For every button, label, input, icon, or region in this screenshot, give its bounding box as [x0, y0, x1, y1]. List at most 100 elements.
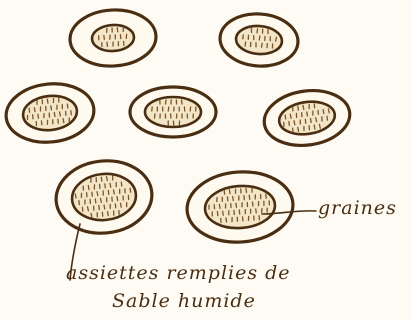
seed — [259, 36, 260, 40]
seed — [104, 205, 105, 209]
seed — [62, 105, 63, 109]
seed — [106, 177, 107, 181]
seed — [113, 211, 114, 215]
seed — [119, 189, 120, 193]
seed — [276, 37, 277, 41]
plate — [52, 156, 155, 238]
seed — [101, 198, 102, 202]
seed — [97, 192, 98, 196]
seed — [285, 115, 286, 119]
seed — [93, 206, 94, 210]
seed — [236, 203, 237, 207]
seed — [125, 189, 126, 193]
seed — [47, 99, 48, 103]
seed — [261, 208, 262, 212]
seed — [283, 122, 284, 126]
seed — [219, 204, 220, 208]
seed — [42, 100, 43, 104]
seed — [289, 122, 290, 126]
seed — [290, 114, 291, 118]
seed — [309, 126, 310, 130]
seed — [168, 107, 169, 111]
seed — [245, 210, 246, 214]
seed — [110, 35, 111, 39]
seed — [49, 113, 50, 117]
seed — [155, 114, 156, 118]
seed — [69, 118, 70, 122]
seed — [112, 176, 113, 180]
seed — [300, 120, 301, 124]
seed — [130, 188, 131, 192]
seed — [225, 204, 226, 208]
seed — [303, 105, 304, 109]
seed — [90, 178, 91, 182]
seed — [239, 210, 240, 214]
seed — [248, 216, 249, 220]
seed — [328, 109, 329, 113]
seed — [34, 108, 35, 112]
seed — [321, 117, 322, 121]
seed — [245, 42, 246, 46]
seed — [242, 203, 243, 207]
seed — [94, 185, 95, 189]
seed — [298, 127, 299, 131]
seed — [97, 213, 98, 217]
seed — [309, 105, 310, 109]
seed — [44, 114, 45, 118]
plates-label-line-1: assiettes remplies de — [66, 262, 291, 284]
seed — [246, 189, 247, 193]
seed — [243, 35, 244, 39]
seed — [318, 110, 319, 114]
seed — [119, 211, 120, 215]
seed — [323, 110, 324, 114]
seeds-label: graines — [318, 197, 397, 219]
seed — [75, 194, 76, 198]
seed — [123, 196, 124, 200]
wet-sand — [91, 24, 134, 52]
seed — [262, 43, 263, 47]
seed — [110, 183, 111, 187]
plate — [185, 168, 296, 245]
seed — [54, 113, 55, 117]
seed — [249, 195, 250, 199]
seed — [126, 34, 127, 38]
seed — [327, 116, 328, 120]
seed — [46, 106, 47, 110]
seed — [52, 120, 53, 124]
seed — [258, 202, 259, 206]
seed — [252, 188, 253, 192]
seed — [113, 42, 114, 46]
seed — [166, 100, 167, 104]
seed — [63, 119, 64, 123]
plate — [218, 11, 299, 68]
seed — [314, 125, 315, 129]
seed — [83, 186, 84, 190]
plate — [261, 85, 354, 150]
plates-label-line-2: Sable humide — [112, 290, 256, 312]
seed — [256, 43, 257, 47]
seed — [235, 189, 236, 193]
seed — [51, 106, 52, 110]
seed — [88, 207, 89, 211]
seed — [229, 190, 230, 194]
seed — [314, 104, 315, 108]
seed — [267, 208, 268, 212]
seed — [292, 107, 293, 111]
seed — [233, 196, 234, 200]
seed — [217, 198, 218, 202]
seed — [298, 106, 299, 110]
seed — [296, 113, 297, 117]
seed — [91, 213, 92, 217]
seed — [123, 27, 124, 31]
seed — [58, 98, 59, 102]
seed — [270, 37, 271, 41]
seed — [126, 203, 127, 207]
seed — [106, 198, 107, 202]
seed — [90, 199, 91, 203]
seed — [117, 197, 118, 201]
seed — [27, 115, 28, 119]
seed — [79, 201, 80, 205]
plate — [130, 87, 216, 137]
seed — [121, 203, 122, 207]
